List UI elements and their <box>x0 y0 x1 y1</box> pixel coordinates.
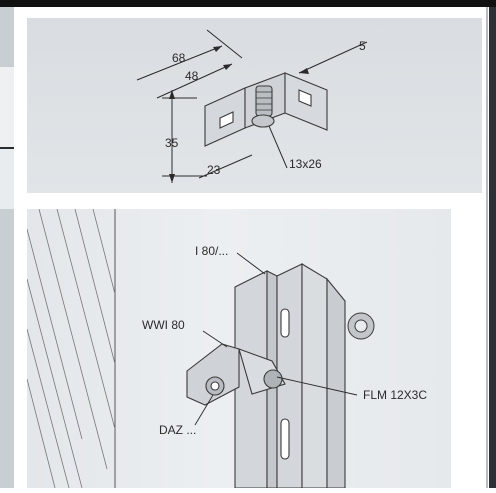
left-edge-strip <box>0 7 14 488</box>
label-profile: I 80/... <box>195 244 228 258</box>
dim-label-35: 35 <box>165 136 179 150</box>
dimension-arrows <box>169 46 309 183</box>
left-strip-divider <box>0 147 14 149</box>
left-strip-band <box>0 67 14 147</box>
dim-label-5: 5 <box>359 39 366 53</box>
top-border <box>0 0 496 7</box>
left-strip-band-lower <box>0 149 14 209</box>
dimension-drawing-panel: 68 48 5 35 23 13x26 <box>27 18 482 193</box>
label-anchor: DAZ ... <box>159 423 196 437</box>
bolt-washer <box>251 114 275 128</box>
label-nut: FLM 12X3C <box>363 388 427 402</box>
wall-bracket <box>186 343 286 406</box>
assembly-drawing: I 80/... WWI 80 FLM 12X3C DAZ ... <box>26 208 427 489</box>
left-flange-slot <box>219 111 234 129</box>
assembly-drawing-panel: I 80/... WWI 80 FLM 12X3C DAZ ... <box>26 208 451 489</box>
dim-label-68: 68 <box>172 51 186 65</box>
dim-label-23: 23 <box>207 163 221 177</box>
right-edge-strip <box>489 7 496 488</box>
dim-line-48 <box>156 63 233 99</box>
label-leaders <box>194 252 358 426</box>
dim-line-68 <box>136 45 223 81</box>
bracket-dimension-drawing: 68 48 5 35 23 13x26 <box>136 29 368 183</box>
dim-label-slot: 13x26 <box>289 157 322 171</box>
label-bracket: WWI 80 <box>142 318 185 332</box>
wall-hatch <box>26 208 116 489</box>
bolt-thread <box>256 91 272 111</box>
right-flange-slot <box>298 89 312 107</box>
dim-line-5 <box>298 41 368 74</box>
right-edge-line <box>486 7 488 488</box>
dim-label-48: 48 <box>185 69 199 83</box>
dimension-lines <box>136 29 368 183</box>
bolt-shaft <box>255 85 273 117</box>
dim-leader-slot <box>268 125 288 169</box>
dim-ext-top <box>206 29 243 59</box>
dim-line-23 <box>198 154 253 179</box>
flange-nut <box>347 312 375 340</box>
